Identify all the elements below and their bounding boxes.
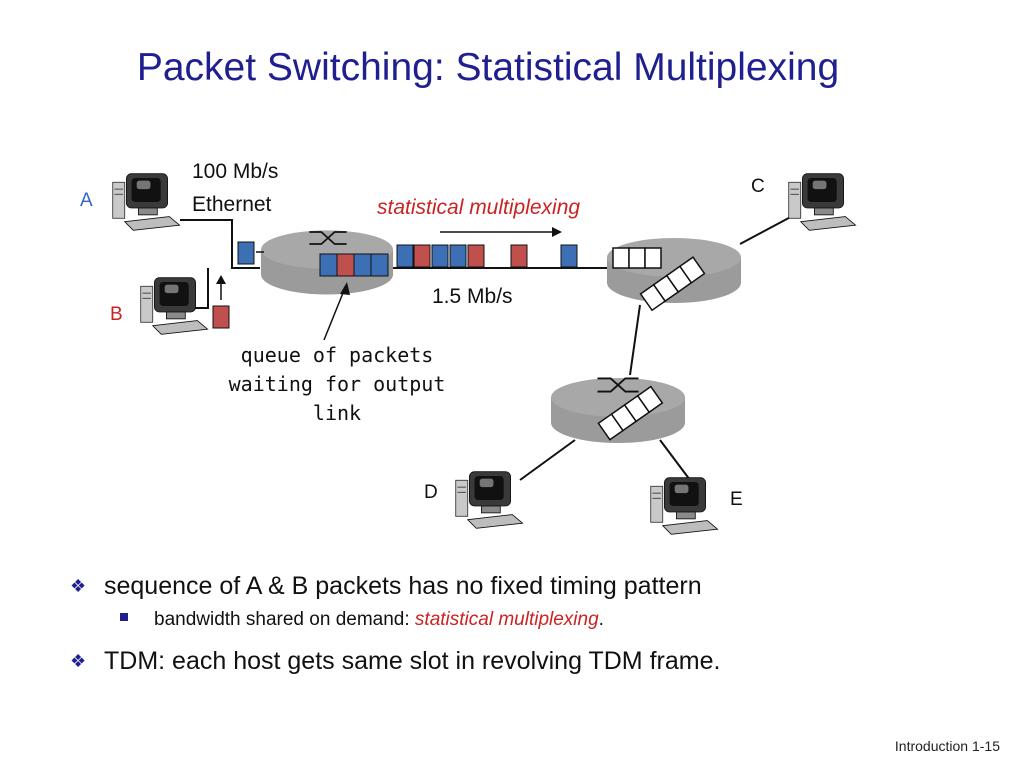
link-r3-e <box>659 439 691 481</box>
link-speed-label: 1.5 Mb/s <box>432 285 513 308</box>
bullet-1-text: sequence of A & B packets has no fixed t… <box>104 572 702 600</box>
queued-packet <box>336 253 355 277</box>
bullet-1-sub-emphasis: statistical multiplexing <box>414 609 599 630</box>
diamond-bullet-icon: ❖ <box>70 651 87 671</box>
host-c-label: C <box>751 176 765 197</box>
stat-mux-label: statistical multiplexing <box>377 196 580 219</box>
host-d-computer-icon <box>455 471 524 529</box>
queue-caption-pointer-head <box>340 282 350 295</box>
host-d-label: D <box>424 482 438 503</box>
router-right-queue <box>612 247 662 269</box>
ethernet-speed-label: 100 Mb/s <box>192 160 278 183</box>
queue-caption-line-1: queue of packets <box>241 343 434 367</box>
link-packet <box>431 244 449 268</box>
queued-packet <box>319 253 338 277</box>
router-bottom-diag-queue <box>597 385 664 441</box>
bullet-1-sub: bandwidth shared on demand: statistical … <box>70 609 970 631</box>
b-up-arrowhead <box>216 275 226 284</box>
bullet-1-sub-prefix: bandwidth shared on demand: <box>154 609 415 630</box>
slide-footer: Introduction 1-15 <box>894 738 1000 754</box>
link-r3-d <box>519 439 576 481</box>
packet-a-incoming <box>237 241 255 265</box>
link-packet <box>396 244 414 268</box>
host-b-computer-icon <box>140 277 209 335</box>
link-packet <box>560 244 578 268</box>
ethernet-label: Ethernet <box>192 193 272 216</box>
host-e-computer-icon <box>650 477 719 535</box>
host-c-computer-icon <box>788 173 857 231</box>
host-a-label: A <box>80 190 93 211</box>
host-e-label: E <box>730 489 743 510</box>
link-packet <box>449 244 467 268</box>
bullet-2: ❖ TDM: each host gets same slot in revol… <box>70 647 970 676</box>
link-packets <box>396 244 578 268</box>
network-diagram: A B C D E 100 Mb/s Ethernet statistical … <box>80 160 857 535</box>
router-right-diag-queue <box>639 256 706 312</box>
host-b-label: B <box>110 304 123 325</box>
link-packet <box>510 244 528 268</box>
square-bullet-icon <box>120 613 128 621</box>
bullet-2-text: TDM: each host gets same slot in revolvi… <box>104 647 721 675</box>
left-router-queue <box>319 253 389 277</box>
bullet-list: ❖ sequence of A & B packets has no fixed… <box>70 572 970 684</box>
host-a-computer-icon <box>112 173 181 231</box>
link-packet <box>413 244 431 268</box>
flow-direction-arrowhead <box>552 227 562 237</box>
queue-caption-line-2: waiting for output <box>229 372 446 396</box>
links <box>180 211 801 481</box>
link-packet <box>467 244 485 268</box>
diamond-bullet-icon: ❖ <box>70 576 87 596</box>
bullet-1-sub-suffix: . <box>598 609 604 630</box>
queued-packet <box>370 253 389 277</box>
queue-caption-pointer <box>323 287 346 341</box>
slide-title: Packet Switching: Statistical Multiplexi… <box>136 46 840 89</box>
link-r2-r3 <box>629 304 641 376</box>
queue-caption-line-3: link <box>313 401 361 425</box>
queued-packet <box>353 253 372 277</box>
link-a <box>180 219 260 269</box>
bullet-1: ❖ sequence of A & B packets has no fixed… <box>70 572 970 601</box>
packet-b-incoming <box>212 305 230 329</box>
